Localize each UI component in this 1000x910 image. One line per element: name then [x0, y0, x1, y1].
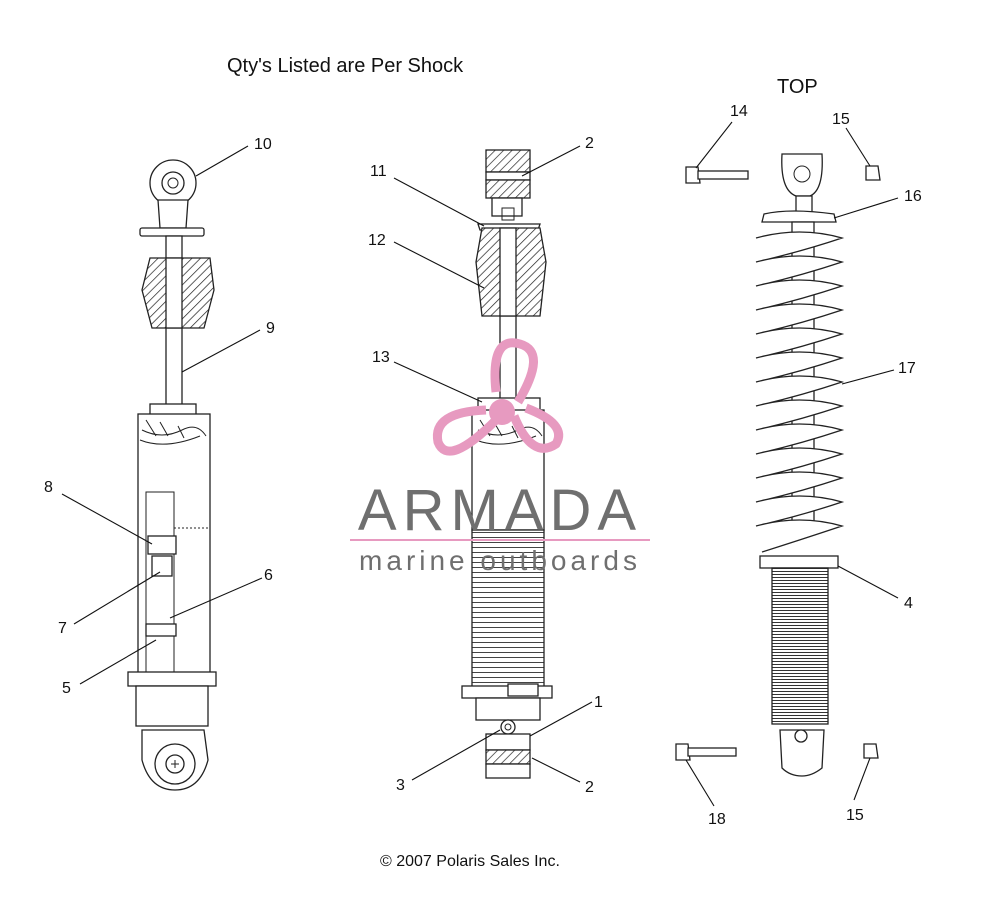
- callout-15-top: 15: [832, 111, 850, 128]
- right-shock-assembly: [675, 153, 881, 777]
- callout-numbers: 10 9 8 7 6 5 11 2 12 13 1 3 2 14 15 16 1…: [44, 103, 922, 828]
- brand-name: ARMADA: [358, 478, 642, 543]
- callout-3: 3: [396, 777, 405, 794]
- brand-tagline: marine outboards: [359, 545, 641, 576]
- callout-leaders: [61, 121, 899, 807]
- callout-10: 10: [254, 136, 272, 153]
- callout-6: 6: [264, 567, 273, 584]
- callout-2-top: 2: [585, 135, 594, 152]
- callout-18: 18: [708, 811, 726, 828]
- copyright-footer: © 2007 Polaris Sales Inc.: [380, 853, 560, 870]
- callout-5: 5: [62, 680, 71, 697]
- callout-11: 11: [370, 163, 387, 180]
- callout-8: 8: [44, 479, 53, 496]
- callout-2-bottom: 2: [585, 779, 594, 796]
- nut-15-top: [865, 165, 881, 181]
- nut-15-bottom: [863, 743, 879, 759]
- callout-13: 13: [372, 349, 390, 366]
- callout-12: 12: [368, 232, 386, 249]
- propeller-logo: [432, 338, 564, 456]
- callout-1: 1: [594, 694, 603, 711]
- callout-14: 14: [730, 103, 748, 120]
- center-shock-assembly: [461, 149, 553, 779]
- bolt-18: [675, 743, 737, 761]
- callout-7: 7: [58, 620, 67, 637]
- callout-15-bottom: 15: [846, 807, 864, 824]
- quantity-note: Qty's Listed are Per Shock: [227, 55, 464, 77]
- callout-16: 16: [904, 188, 922, 205]
- callout-9: 9: [266, 320, 275, 337]
- callout-17: 17: [898, 360, 916, 377]
- bolt-14: [685, 166, 749, 184]
- callout-4: 4: [904, 595, 913, 612]
- armada-watermark: ARMADA marine outboards: [350, 338, 650, 576]
- top-label: TOP: [777, 76, 818, 98]
- left-shock-assembly: [127, 159, 217, 791]
